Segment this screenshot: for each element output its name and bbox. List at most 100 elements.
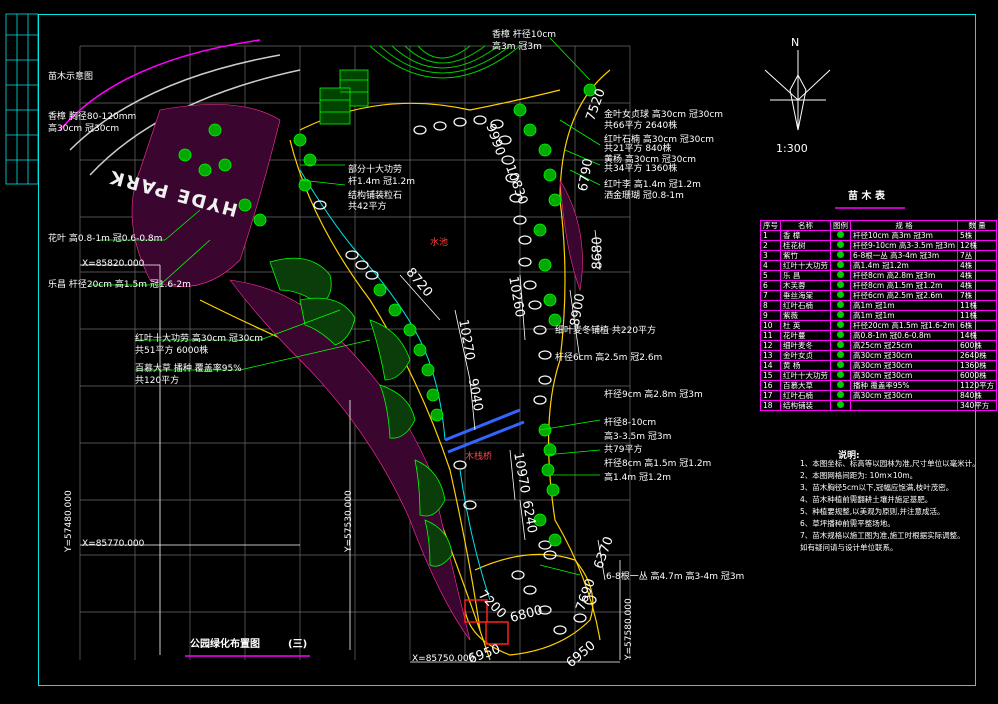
plant-table-cell: 杜 英 — [780, 320, 831, 331]
note-item: 1、本图坐标、标高等以园林为准,尺寸单位以毫米计。 — [800, 459, 980, 468]
dim-label: 9040 — [464, 377, 486, 413]
plant-symbol-icon — [830, 330, 851, 341]
stepping-stone — [463, 500, 477, 510]
annotation: 红叶石楠 高30cm 冠30cm — [604, 135, 715, 145]
shrub-area — [131, 104, 583, 641]
stepping-stone — [345, 250, 359, 260]
stepping-stone — [518, 235, 532, 245]
plant-symbol-icon — [837, 301, 844, 308]
plant-table-cell: 9 — [760, 310, 781, 321]
plant-symbol-icon — [830, 290, 851, 301]
tree-symbol — [430, 408, 444, 422]
plant-table-cell: 12 — [760, 340, 781, 351]
notes-title: 说明: — [838, 451, 860, 461]
drawing-title: 公园绿化布置图 — [190, 639, 260, 650]
plant-table-cell: 香 樟 — [780, 230, 831, 241]
plant-table-cell: 桂花树 — [780, 240, 831, 251]
tree-symbol — [426, 388, 440, 402]
plant-table-title: 苗 木 表 — [848, 191, 885, 202]
note-item: 4、苗木种植前需翻耕土壤并施足基肥。 — [800, 495, 933, 504]
plant-symbol-icon — [830, 340, 851, 351]
coord-axes — [80, 264, 621, 663]
drawing-title-suffix: (三) — [288, 639, 308, 650]
plant-table-header: 数 量 — [957, 220, 998, 231]
plant-table-cell: 11株 — [957, 300, 998, 311]
stepping-stone — [583, 595, 597, 605]
tree-symbol — [543, 443, 557, 457]
plant-table-cell: 4株 — [957, 270, 998, 281]
plant-symbol-icon — [830, 360, 851, 371]
coord-x-top: X=85820.000 — [82, 259, 145, 269]
plant-table-cell: 金叶女贞 — [780, 350, 831, 361]
plant-symbol-icon — [837, 361, 844, 368]
plant-table-header: 序号 — [760, 220, 781, 231]
tree-symbol — [538, 423, 552, 437]
plant-table-cell: 高30cm 冠30cm — [849, 360, 959, 371]
plant-symbol-icon — [830, 230, 851, 241]
plant-table-cell: 1360株 — [957, 360, 998, 371]
annotation: 共51平方 6000株 — [135, 346, 209, 356]
plant-table-cell: 8 — [760, 300, 781, 311]
tree-symbol — [548, 313, 562, 327]
coord-y-mid: Y=57530.000 — [344, 490, 354, 552]
plant-symbol-icon — [830, 370, 851, 381]
stepping-stone — [553, 625, 567, 635]
stepping-stone — [573, 613, 587, 623]
plant-table-cell: 6000株 — [957, 370, 998, 381]
plant-table-cell: 高30cm 冠30cm — [849, 350, 959, 361]
annotation: 乐昌 杆径20cm 高1.5m 冠1.6-2m — [48, 280, 191, 290]
plant-symbol-icon — [830, 260, 851, 271]
stepping-stone — [538, 350, 552, 360]
annotation: 共34平方 1360株 — [604, 164, 678, 174]
stepping-stone — [501, 155, 515, 165]
plant-table-cell: 杆径9-10cm 高3-3.5m 冠3m — [849, 240, 959, 251]
plant-table-cell: 14株 — [957, 330, 998, 341]
tree-symbol — [523, 123, 537, 137]
plant-table-cell: 花叶蔓 — [780, 330, 831, 341]
tree-symbol — [298, 178, 312, 192]
plant-table-cell: 百慕大草 — [780, 380, 831, 391]
plant-table-cell: 红叶十大功劳 — [780, 370, 831, 381]
annotation: 金叶女贞球 高30cm 冠30cm — [604, 110, 724, 120]
annotation: 高3-3.5m 冠3m — [604, 432, 672, 442]
annotation: 高3m 冠3m — [492, 42, 542, 52]
plant-symbol-icon — [837, 291, 844, 298]
note-item: 6、草坪播种前需平整场地。 — [800, 519, 895, 528]
plant-table-cell: 杆径10cm 高3m 冠3m — [849, 230, 959, 241]
plant-table-cell: 15 — [760, 370, 781, 381]
plant-table-cell: 16 — [760, 380, 781, 391]
stepping-stone — [538, 375, 552, 385]
plant-symbol-icon — [837, 261, 844, 268]
stepping-stones — [313, 115, 597, 635]
plant-symbol-icon — [837, 281, 844, 288]
plant-table-header: 规 格 — [849, 220, 959, 231]
stepping-stone — [498, 135, 512, 145]
plant-symbol-icon — [830, 280, 851, 291]
plant-symbol-icon — [830, 250, 851, 261]
tree-symbol — [198, 163, 212, 177]
stepping-stone — [505, 173, 519, 183]
tree-symbol — [583, 83, 597, 97]
plant-symbol-icon — [837, 271, 844, 278]
stepping-stone — [473, 115, 487, 125]
dim-label: 6240 — [518, 499, 540, 535]
plant-table-cell: 17 — [760, 390, 781, 401]
annotation: 杆径8-10cm — [604, 418, 657, 428]
north-arrow — [764, 50, 831, 131]
coord-x-mid: X=85770.000 — [82, 539, 145, 549]
plant-symbol-icon — [837, 331, 844, 338]
dim-label: 8680 — [590, 236, 606, 270]
plant-table-cell: 340平方 — [957, 400, 998, 411]
tree-symbol — [421, 363, 435, 377]
annotation: 红叶十大功劳 高30cm 冠30cm — [135, 334, 264, 344]
tree-block — [319, 69, 369, 125]
annotation: 杆径8cm 高1.5m 冠1.2m — [604, 459, 712, 469]
stepping-stone — [511, 570, 525, 580]
dimension-lines — [399, 229, 606, 581]
plant-table-cell: 黄 杨 — [780, 360, 831, 371]
plant-symbol-icon — [837, 231, 844, 238]
